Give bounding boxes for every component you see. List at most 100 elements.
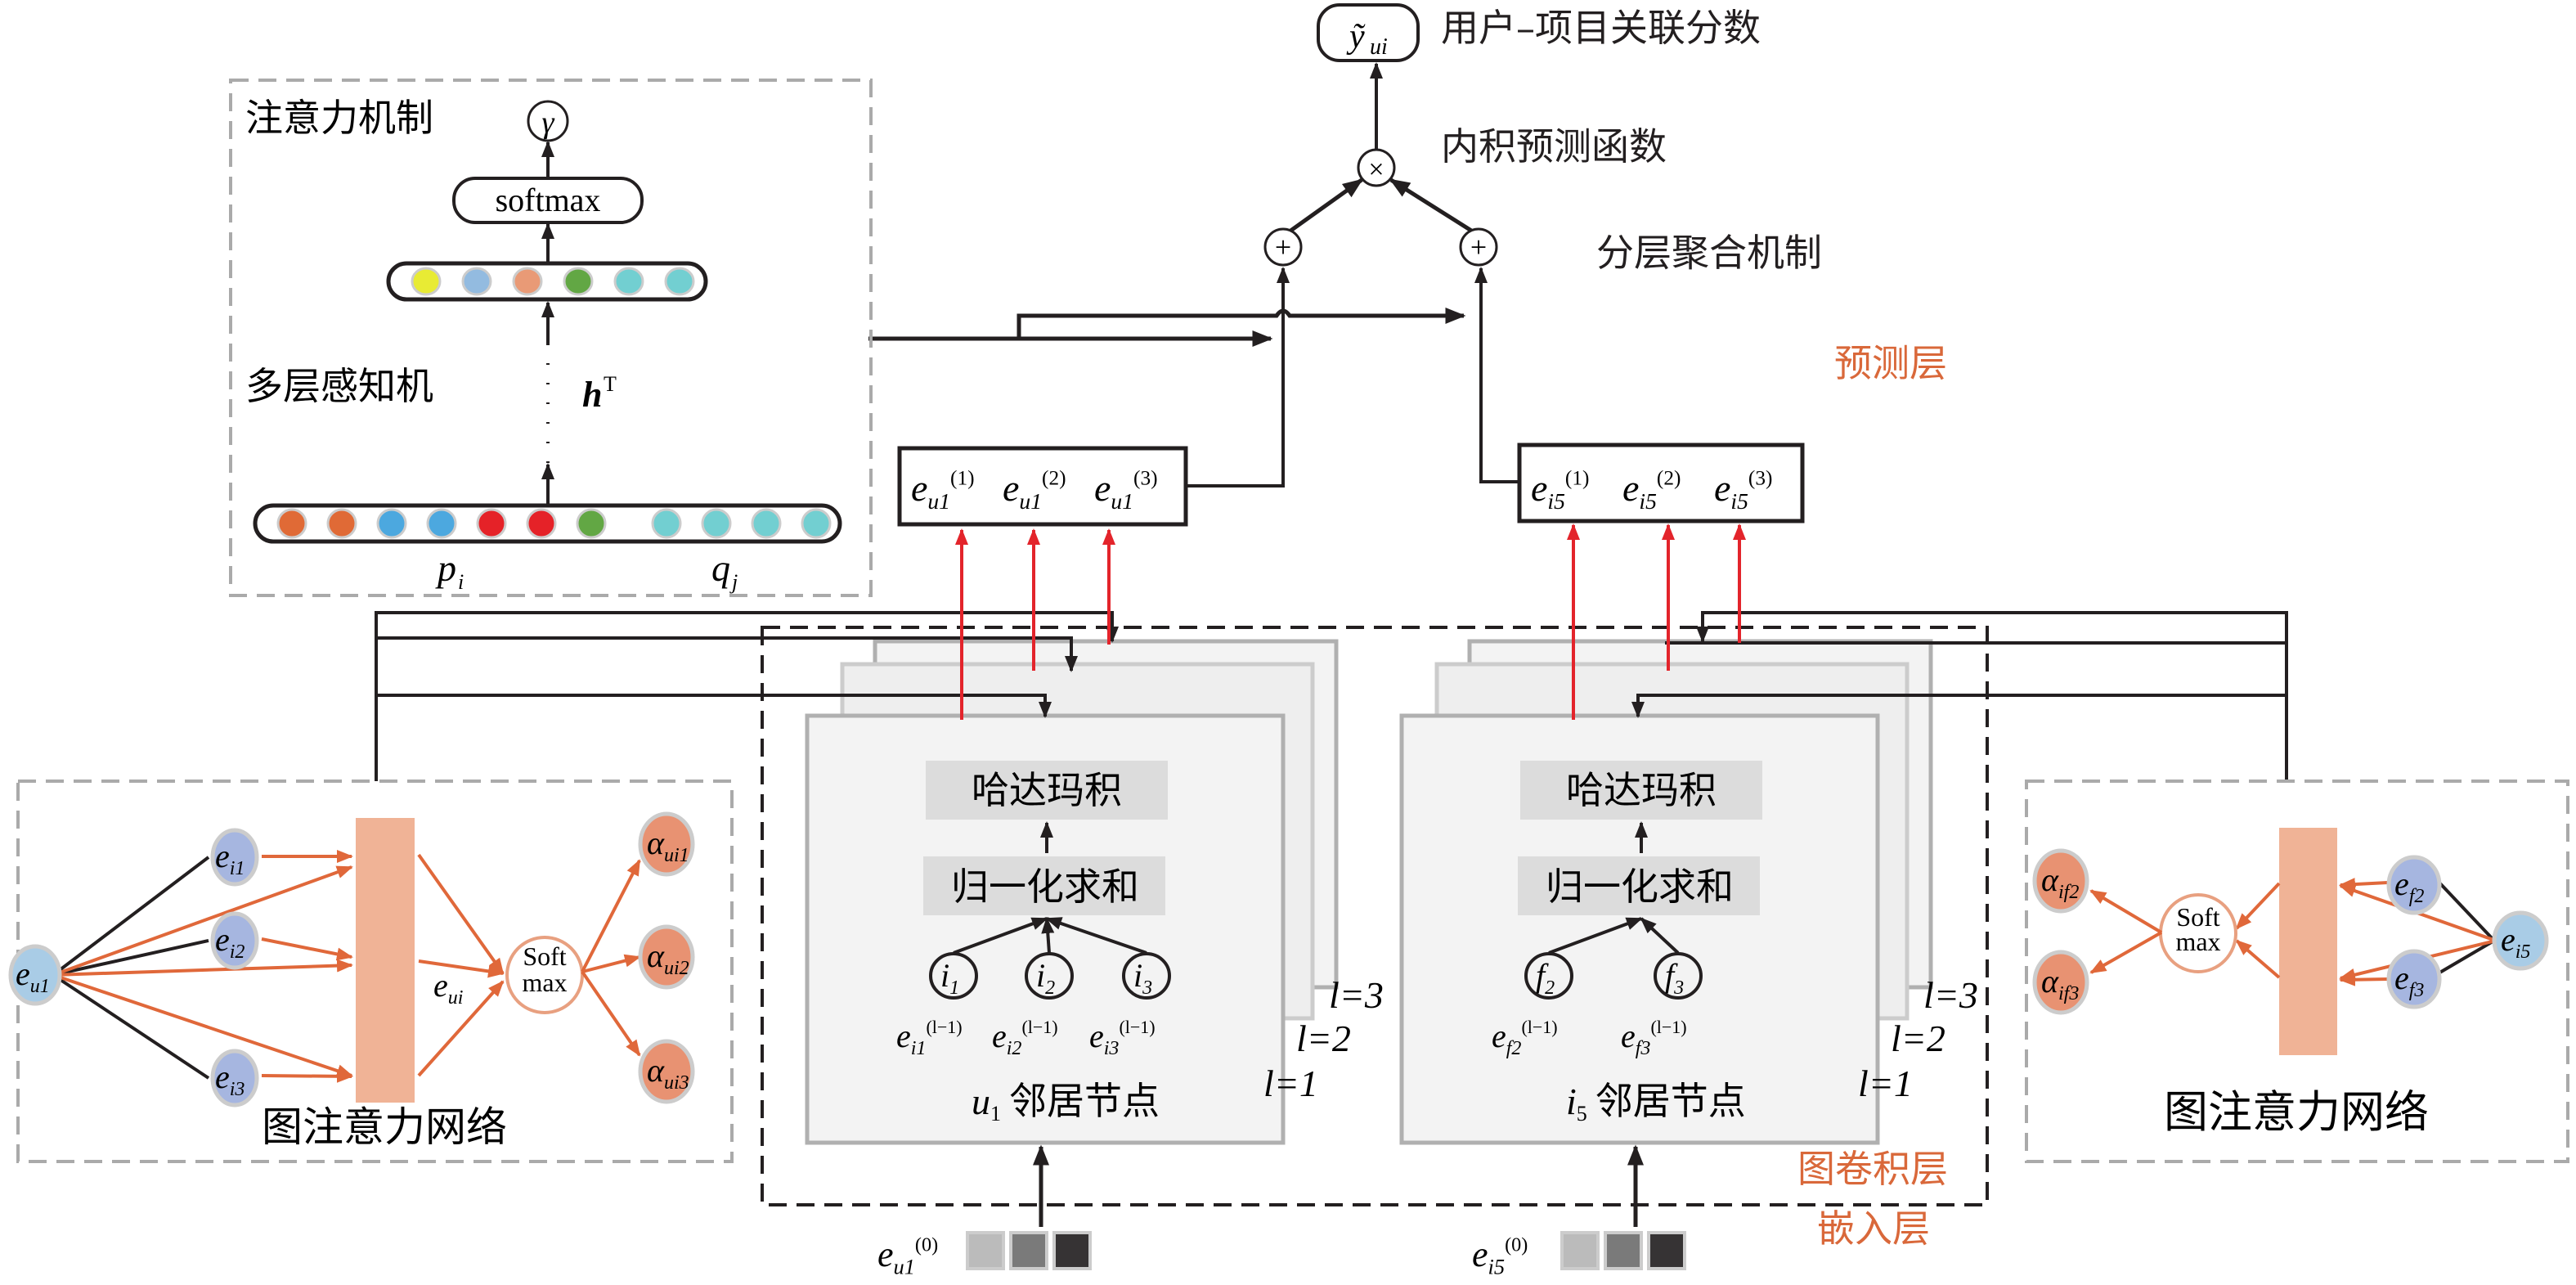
softmax-label-top: Soft (523, 941, 566, 971)
neuron (801, 508, 832, 539)
layer-embedding-1: ei5(1) (1531, 467, 1589, 514)
attention-weight-node-label: αui3 (647, 1052, 689, 1094)
q-j-sub: j (729, 570, 738, 594)
h-transpose-sup: T (604, 372, 617, 396)
softmax-label-top: Soft (2176, 902, 2219, 932)
softmax-label-bottom: max (522, 968, 567, 997)
input-embedding-label: eu1(0) (877, 1234, 938, 1279)
neuron (411, 267, 442, 296)
attention-input-arrow (2339, 973, 2389, 986)
neighbor-node (1025, 952, 1074, 1000)
neighbor-item-node-label: ef2 (2394, 865, 2424, 907)
neighbor-item-node-label: ei3 (215, 1058, 245, 1100)
layer-embedding-1: eu1(1) (911, 467, 975, 514)
layer-output-arrows (955, 523, 1746, 720)
neighbor-node-label: i2 (1036, 957, 1055, 999)
norm-sum-box (923, 856, 1165, 915)
neuron (426, 508, 457, 539)
neighbor-node-label: i1 (940, 957, 959, 999)
q-j-label: q (711, 547, 730, 589)
neighbor-node (1122, 952, 1171, 1000)
neuron (576, 508, 607, 539)
embedding-cell (1052, 1231, 1092, 1270)
attention-input-arrow (52, 973, 353, 1077)
arrow-neighbor-to-norm (1640, 917, 1680, 955)
inner-product-symbol: × (1368, 155, 1384, 185)
center-user-node-label: eu1 (16, 955, 50, 997)
aggregation-node-user (1263, 227, 1303, 267)
arrow-plus-left-to-product (1286, 177, 1364, 236)
hadamard-box (1520, 761, 1762, 820)
softmax-node (505, 936, 584, 1014)
neighbor-item-node-label: ef3 (2394, 959, 2424, 1001)
attention-output-arrow (2235, 882, 2281, 930)
softmax-output-arrow (581, 859, 641, 973)
neighbor-item-node (210, 828, 259, 887)
neighbor-node (1524, 952, 1573, 1000)
attention-weight-node-label: αui2 (647, 937, 689, 979)
softmax-label: softmax (496, 182, 601, 218)
embedding-layer-label: 嵌入层 (1817, 1206, 1930, 1251)
neighbor-embedding-label: ei1(l−1) (896, 1017, 963, 1059)
prediction-layer-label: 预测层 (1834, 341, 1947, 385)
neuron (326, 508, 357, 539)
softmax-output-arrow (581, 954, 641, 973)
neuron (664, 267, 695, 296)
gat-right-title: 图注意力网络 (2164, 1086, 2429, 1138)
layer-embedding-2: ei5(2) (1622, 467, 1681, 514)
graph-edge (52, 856, 210, 977)
attention-to-item-aggregation (1016, 308, 1466, 339)
arrow-neighbor-to-norm (953, 917, 1048, 955)
user-embeddings-to-aggregation (1187, 267, 1290, 487)
layer-embedding-2: eu1(2) (1003, 467, 1066, 514)
softmax-output-arrow (2089, 889, 2163, 934)
plus-symbol-item: + (1470, 231, 1487, 263)
attention-output-arrow (417, 853, 505, 975)
neighbor-embedding-label: ei2(l−1) (992, 1017, 1058, 1059)
output-score-node (1317, 3, 1420, 62)
embedding-cell (1647, 1231, 1686, 1270)
neuron (461, 267, 492, 296)
output-score-label: 用户–项目关联分数 (1441, 6, 1761, 50)
attention-input-arrow (52, 959, 353, 977)
center-item-node-label: ei5 (2501, 921, 2530, 963)
gamma-symbol: γ (542, 106, 555, 140)
user-layer-embeddings: eu1(1)eu1(2)eu1(3) (897, 446, 1188, 527)
inner-product-node (1357, 148, 1396, 187)
attention-coefficient-label: eui (433, 967, 463, 1009)
output-score-sub: ui (1370, 34, 1388, 60)
attention-layer-bar (2279, 828, 2337, 1055)
neighbor-embedding-label: ei3(l−1) (1089, 1017, 1156, 1059)
arrow-plus-right-to-product (1389, 177, 1477, 236)
inner-product-label: 内积预测函数 (1441, 124, 1667, 168)
neighbor-item-node (2386, 855, 2442, 915)
norm-sum-box (1518, 856, 1760, 915)
hadamard-label: 哈达玛积 (1566, 768, 1717, 812)
h-transpose: h (582, 375, 602, 415)
attention-input-arrow (2339, 878, 2389, 892)
neuron (376, 508, 407, 539)
layer-label-3: l=3 (1329, 974, 1384, 1016)
attention-input-arrow (261, 937, 353, 961)
p-i-label: p (435, 547, 456, 589)
aggregation-node-item (1459, 227, 1498, 267)
neighbor-node-label: i3 (1133, 957, 1152, 999)
neuron (563, 267, 594, 296)
neighbor-item-node-label: ei2 (215, 921, 245, 963)
embedding-cell (966, 1231, 1005, 1270)
output-score-symbol: ỹ (1346, 18, 1366, 56)
embedding-cell (1560, 1231, 1600, 1270)
attention-weight-node (638, 924, 695, 990)
neuron (512, 267, 543, 296)
graph-edge (2435, 878, 2496, 942)
neuron (701, 508, 732, 539)
layer-label-2: l=2 (1891, 1018, 1945, 1059)
attention-output-arrow (418, 959, 505, 978)
neuron (526, 508, 557, 539)
neighbor-node (1654, 952, 1703, 1000)
item-embeddings-to-aggregation (1474, 267, 1519, 483)
attention-mechanism-panel: 注意力机制 γ softmax 多层感知机 h T p i q j (229, 79, 873, 597)
hadamard-label: 哈达玛积 (972, 768, 1122, 812)
